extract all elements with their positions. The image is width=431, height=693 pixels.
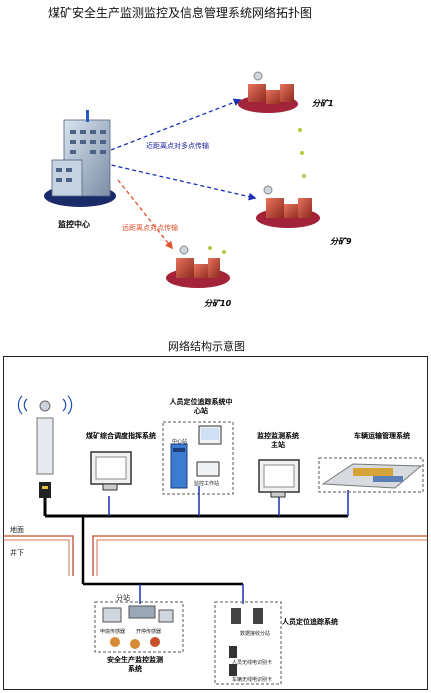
ground-label: 地面 xyxy=(10,526,24,534)
positioning-center-label: 人员定位追踪系统中心站 xyxy=(169,398,233,415)
network-structure-title: 网络结构示意图 xyxy=(168,340,245,353)
underground-label: 井下 xyxy=(10,549,24,557)
link-to-branch-10 xyxy=(117,179,173,250)
data-receiver-label: 数据接收分站 xyxy=(240,631,271,637)
monitor-host-label: 监控监测系统主站 xyxy=(257,432,299,449)
sensor-b-label: 开停传感器 xyxy=(136,629,162,635)
center-station-rack-icon xyxy=(170,443,188,489)
safety-sensor-icons xyxy=(102,605,174,649)
dot xyxy=(298,128,302,132)
dot xyxy=(222,250,226,254)
link-to-branch-1 xyxy=(97,98,242,156)
positioning-tag-icons xyxy=(229,608,263,676)
branch-9-label: 分矿9 xyxy=(330,237,352,246)
positioning-sub-label: 人员定位追踪系统 xyxy=(282,618,338,626)
vehicle-system-label: 车辆运输管理系统 xyxy=(354,432,410,440)
dot xyxy=(208,246,212,250)
monitoring-center-label: 监控中心 xyxy=(58,220,90,229)
link-near-label: 近距离点对多点传输 xyxy=(146,142,209,150)
branch-10-buildings xyxy=(166,245,230,288)
substation-label: 分站 xyxy=(116,594,130,602)
safety-monitor-label: 安全生产监控监测系统 xyxy=(107,656,163,673)
monitor-host-icon xyxy=(258,459,300,498)
center-station-label: 中心站 xyxy=(172,439,188,445)
monitor-workstation-icon xyxy=(196,425,222,477)
link-to-branch-9 xyxy=(97,161,257,201)
vehicle-track-icon xyxy=(321,463,423,489)
link-far-label: 远距离点对点传输 xyxy=(122,224,178,232)
dot xyxy=(302,174,306,178)
monitoring-center-building xyxy=(44,110,116,207)
network-structure-diagram xyxy=(3,395,428,685)
wireless-tower-icon xyxy=(17,395,73,498)
network-structure-frame xyxy=(3,356,428,690)
vehicle-tag-label: 车辆无线电识别卡 xyxy=(232,677,273,683)
person-tag-label: 人员无线电识别卡 xyxy=(232,660,273,666)
topology-diagram xyxy=(44,71,320,288)
dispatch-monitor-icon xyxy=(90,451,132,491)
dispatch-system-label: 煤矿综合调度指挥系统 xyxy=(86,432,156,440)
branch-1-label: 分矿1 xyxy=(312,99,334,108)
branch-10-label: 分矿10 xyxy=(204,299,232,308)
monitor-workstation-label: 监控工作站 xyxy=(194,481,220,487)
branch-9-buildings xyxy=(256,185,320,228)
branch-1-buildings xyxy=(238,71,298,113)
sensor-a-label: 甲烷传感器 xyxy=(100,629,126,635)
dot xyxy=(300,151,304,155)
topology-title: 煤矿安全生产监测监控及信息管理系统网络拓扑图 xyxy=(48,6,313,20)
